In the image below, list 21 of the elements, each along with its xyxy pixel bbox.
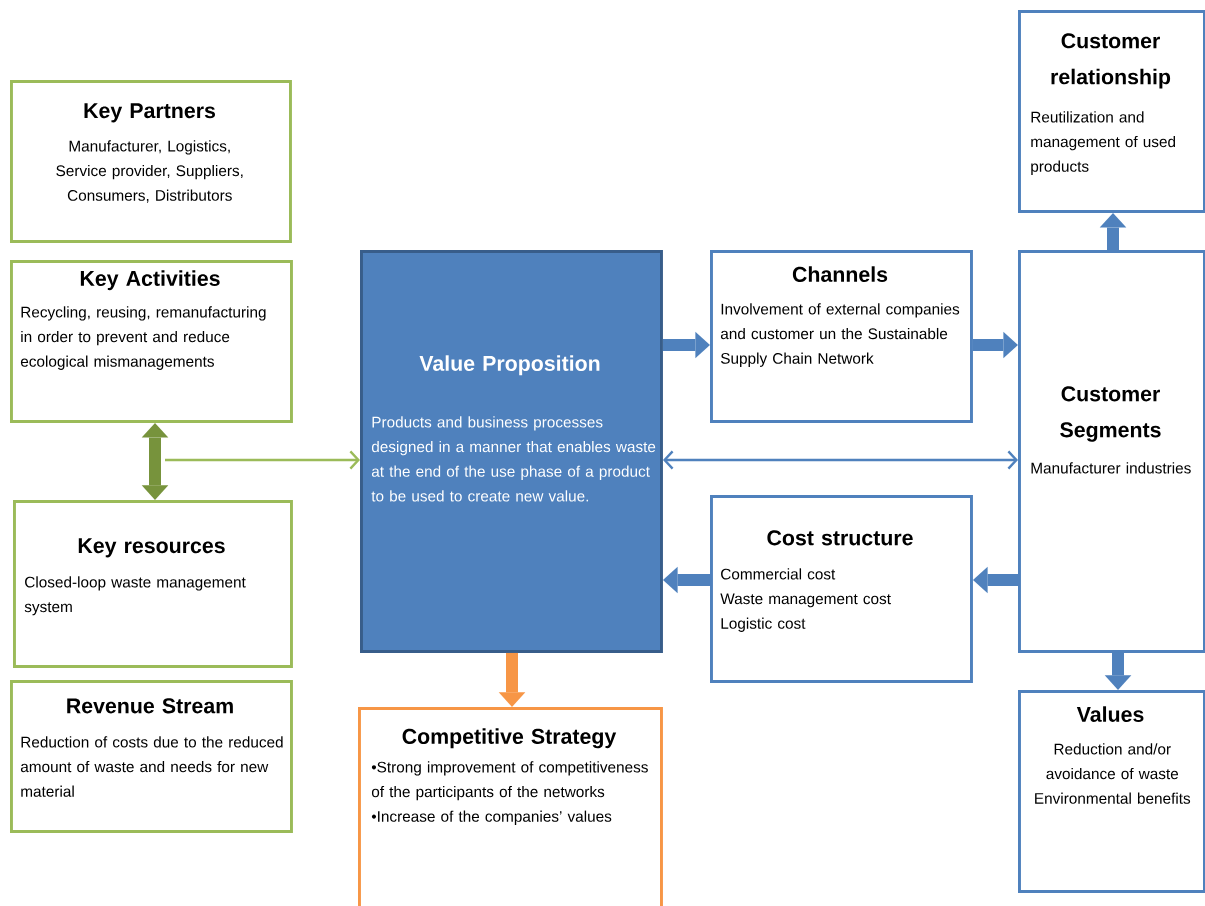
arrow [165, 450, 360, 470]
text-box: Channels Involvement of external companies and customer un the Sustainable Supply Chain Network [710, 250, 973, 423]
arrow [498, 652, 526, 707]
arrow [141, 422, 169, 500]
arrow [662, 331, 710, 359]
text-box: Customer relationship Reutilization and management of used products [1018, 10, 1205, 213]
text-box: Values Reduction and/or avoidance of waste Environmental benefits [1018, 690, 1205, 893]
arrow [972, 566, 1018, 594]
arrow [662, 450, 1018, 470]
text-box: Key Activities Recycling, reusing, remanufacturing in order to prevent and reduce ecological mismanagements [10, 260, 293, 423]
text-box: Competitive Strategy •Strong improvement of competitiveness of the participants of the networks •Increase of the companies’ values [358, 707, 663, 906]
arrow [1099, 212, 1127, 250]
text-box: Value Proposition Products and business processes designed in a manner that enables waste at the end of the use phase of a product to be used to create new value. [360, 250, 663, 653]
text-box: Revenue Stream Reduction of costs due to the reduced amount of waste and needs for new material [10, 680, 293, 833]
arrow [1104, 652, 1132, 690]
text-box: Key Partners Manufacturer, Logistics, Service provider, Suppliers, Consumers, Distributors [10, 80, 292, 243]
arrow [972, 331, 1018, 359]
text-box: Customer Segments Manufacturer industries [1018, 250, 1205, 653]
text-box: Key resources Closed-loop waste management system [13, 500, 293, 668]
text-box: Cost structure Commercial cost Waste management cost Logistic cost [710, 495, 973, 683]
arrow [662, 566, 710, 594]
